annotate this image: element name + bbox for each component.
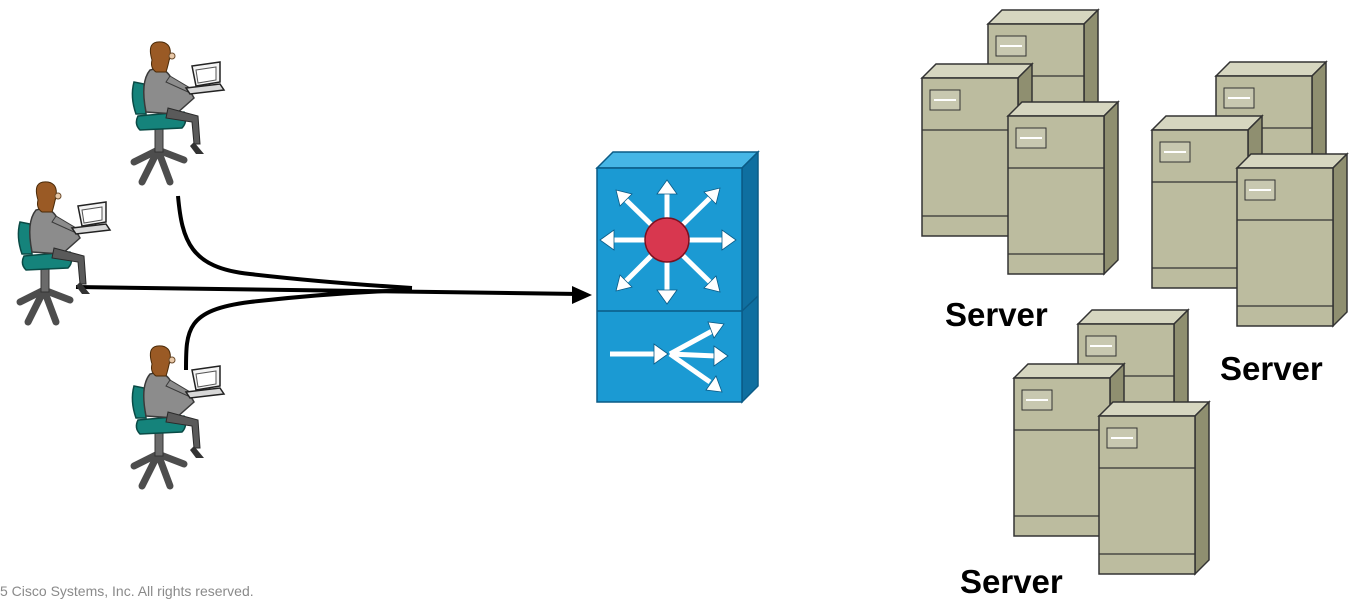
user-top bbox=[132, 42, 224, 182]
server-tower-icon bbox=[1098, 401, 1210, 575]
server-label-cluster-b: Server bbox=[1220, 350, 1323, 387]
arrow-head-icon bbox=[572, 286, 592, 304]
user-bottom bbox=[132, 346, 224, 486]
server-label-cluster-a: Server bbox=[945, 296, 1048, 333]
server-tower-icon bbox=[1236, 153, 1348, 327]
server-cluster-b bbox=[1151, 61, 1348, 327]
switch-fanout-icon bbox=[610, 327, 717, 385]
server-label-cluster-c: Server bbox=[960, 563, 1063, 600]
user-middle bbox=[18, 182, 110, 322]
link-user-middle bbox=[75, 285, 581, 296]
copyright-footer: 5 Cisco Systems, Inc. All rights reserve… bbox=[0, 583, 254, 599]
server-tower-icon bbox=[1007, 101, 1119, 275]
user-at-laptop-icon bbox=[18, 182, 110, 322]
server-cluster-a bbox=[921, 9, 1119, 275]
switch-center-dot bbox=[644, 217, 690, 263]
server-cluster-c bbox=[1013, 309, 1210, 575]
user-at-laptop-icon bbox=[132, 42, 224, 182]
network-links bbox=[75, 195, 581, 371]
link-user-bottom bbox=[184, 288, 413, 371]
user-at-laptop-icon bbox=[132, 346, 224, 486]
link-user-top bbox=[176, 195, 413, 290]
multilayer-switch bbox=[595, 150, 760, 404]
